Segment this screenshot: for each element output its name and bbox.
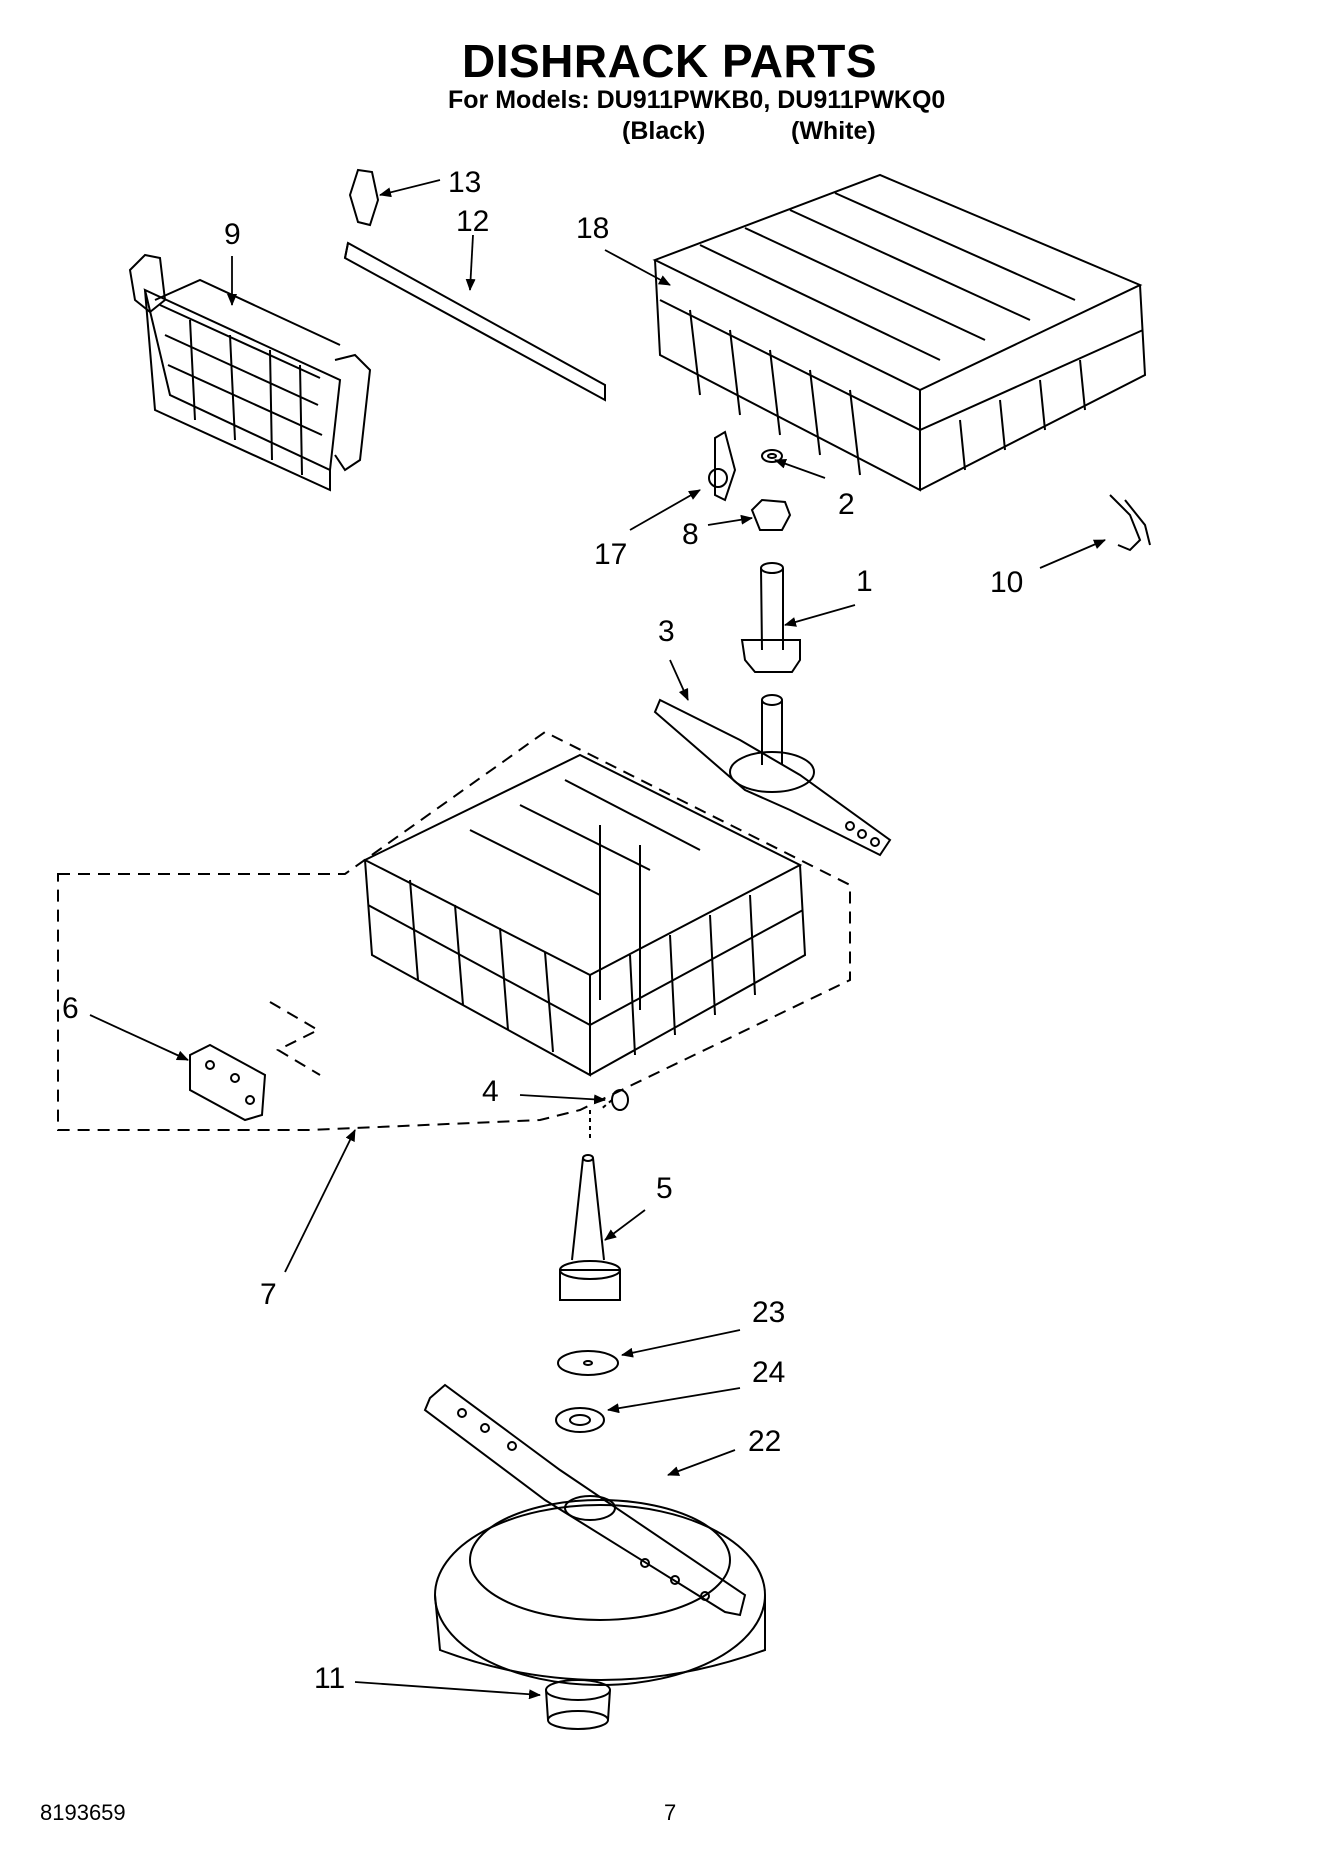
callout-17: 17 bbox=[594, 538, 628, 571]
models-line: For Models: DU911PWKB0, DU911PWKQ0 bbox=[448, 86, 946, 114]
wire-clip bbox=[1109, 494, 1151, 552]
callout-6: 6 bbox=[62, 992, 79, 1025]
page-title: DISHRACK PARTS bbox=[461, 35, 878, 87]
page-number: 7 bbox=[664, 1800, 677, 1825]
filter-ring bbox=[545, 1679, 611, 1730]
silverware-basket bbox=[128, 253, 372, 492]
variant-black-label: (Black) bbox=[622, 117, 706, 145]
lower-spray-arm bbox=[423, 1383, 766, 1686]
callout-22: 22 bbox=[748, 1425, 782, 1458]
upper-spray-arm bbox=[653, 694, 892, 857]
rack-wheel bbox=[589, 1089, 629, 1140]
callout-18: 18 bbox=[576, 212, 610, 245]
lower-spray-tube bbox=[559, 1154, 621, 1301]
callout-23: 23 bbox=[752, 1296, 786, 1329]
callout-3: 3 bbox=[658, 615, 675, 648]
callout-1: 1 bbox=[856, 565, 873, 598]
rack-clip-and-nut bbox=[708, 430, 792, 531]
leader-lines bbox=[89, 179, 1106, 1700]
callout-8: 8 bbox=[682, 518, 699, 551]
upper-dishrack bbox=[652, 173, 1147, 492]
variant-white-label: (White) bbox=[791, 117, 876, 145]
callout-11: 11 bbox=[314, 1662, 346, 1695]
washers bbox=[555, 1350, 619, 1433]
callout-4: 4 bbox=[482, 1075, 499, 1108]
callout-2: 2 bbox=[838, 488, 855, 521]
feed-tube bbox=[740, 562, 801, 673]
callout-13: 13 bbox=[448, 166, 482, 199]
rack-rail bbox=[343, 168, 606, 402]
lower-dishrack bbox=[57, 730, 851, 1131]
callout-5: 5 bbox=[656, 1172, 673, 1205]
callout-9: 9 bbox=[224, 218, 241, 251]
document-number: 8193659 bbox=[40, 1800, 126, 1825]
rack-bumper bbox=[189, 1043, 267, 1122]
callout-24: 24 bbox=[752, 1356, 786, 1389]
callout-12: 12 bbox=[456, 205, 490, 238]
callout-10: 10 bbox=[990, 566, 1024, 599]
callout-7: 7 bbox=[260, 1278, 277, 1311]
